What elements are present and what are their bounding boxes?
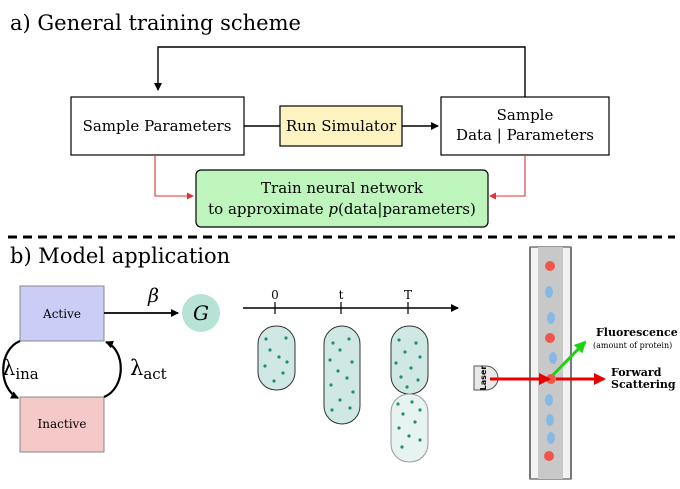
protein-dot — [330, 408, 334, 412]
protein-dot — [399, 375, 403, 379]
protein-dot — [284, 336, 288, 340]
protein-dot — [413, 420, 417, 424]
protein-dot — [350, 360, 354, 364]
cell-time-t — [323, 325, 361, 425]
lambda-ina-label: λina — [2, 356, 39, 383]
active-label: Active — [42, 307, 81, 321]
protein-dot — [336, 369, 340, 373]
inactive-box — [19, 396, 105, 453]
protein-dot — [277, 355, 281, 359]
laser-label: Laser — [479, 366, 488, 391]
beta-label: β — [147, 285, 159, 307]
sample-data-line1: Sample — [497, 106, 554, 124]
protein-dot — [264, 337, 268, 341]
protein-dot — [328, 358, 332, 362]
protein-dot — [418, 355, 422, 359]
sample-data-box — [440, 96, 610, 156]
protein-dot — [396, 402, 400, 406]
protein-dots — [263, 336, 422, 449]
red-cell — [545, 333, 555, 343]
cell-time-T-daughter — [390, 393, 429, 463]
loop-arrow — [154, 46, 526, 97]
red-cell — [544, 451, 554, 461]
inactive-label: Inactive — [38, 417, 87, 431]
train-network-box — [195, 169, 489, 228]
sample-data-line2: Data | Parameters — [456, 126, 594, 144]
cell-time-T-mother — [390, 325, 429, 395]
blue-cell — [545, 286, 553, 298]
protein-dot — [414, 341, 418, 345]
run-simulator-label: Run Simulator — [286, 117, 397, 135]
red-arrow-left — [154, 155, 194, 200]
g-circle — [182, 294, 220, 332]
blue-cell — [549, 352, 557, 364]
blue-cell — [547, 312, 555, 324]
blue-cell — [546, 414, 554, 426]
protein-dot — [329, 383, 333, 387]
protein-dot — [351, 390, 355, 394]
fluorescence-label: Fluorescence — [596, 326, 678, 339]
protein-dot — [348, 406, 352, 410]
section-a-title: a) General training scheme — [10, 11, 301, 35]
g-label: G — [193, 301, 209, 325]
train-line1: Train neural network — [261, 179, 424, 197]
flow-cells — [544, 261, 557, 461]
protein-dot — [263, 364, 267, 368]
protein-dot — [416, 378, 420, 382]
protein-dot — [400, 445, 404, 449]
protein-dot — [268, 348, 272, 352]
active-box — [19, 285, 105, 342]
protein-dot — [397, 338, 401, 342]
forward-label-2: Scattering — [611, 378, 676, 391]
protein-dot — [347, 337, 351, 341]
sample-parameters-box — [70, 96, 245, 156]
protein-dot — [331, 341, 335, 345]
protein-dot — [401, 412, 405, 416]
lambda-act-label: λact — [130, 356, 167, 383]
inactivation-arrow — [2, 339, 21, 399]
protein-dot — [397, 426, 401, 430]
protein-dot — [409, 366, 413, 370]
forward-label-1: Forward — [611, 366, 662, 379]
protein-dot — [410, 400, 414, 404]
protein-dot — [394, 361, 398, 365]
protein-dot — [338, 398, 342, 402]
fluorescence-sublabel: (amount of protein) — [593, 341, 672, 350]
tick-label-t: t — [339, 288, 344, 302]
activation-arrow — [103, 340, 122, 399]
tick-label-T: T — [404, 288, 412, 302]
run-simulator-box — [279, 105, 403, 147]
protein-dot — [418, 408, 422, 412]
fluorescence-arrow — [551, 340, 587, 377]
protein-dot — [405, 385, 409, 389]
blue-cell — [545, 394, 553, 406]
red-arrow-right — [489, 155, 526, 200]
blue-cell — [547, 432, 555, 444]
flow-stream — [538, 247, 563, 479]
train-line2: to approximate p(data|parameters) — [208, 200, 476, 218]
red-cell — [545, 261, 555, 271]
cell-time-0 — [257, 325, 296, 391]
section-b-title: b) Model application — [10, 244, 230, 268]
protein-dot — [285, 360, 289, 364]
protein-dot — [407, 434, 411, 438]
protein-dot — [418, 438, 422, 442]
sample-parameters-label: Sample Parameters — [83, 117, 232, 135]
protein-dot — [345, 376, 349, 380]
protein-dot — [403, 350, 407, 354]
protein-dot — [281, 371, 285, 375]
tick-label-0: 0 — [271, 288, 279, 302]
protein-dot — [338, 348, 342, 352]
protein-dot — [272, 379, 276, 383]
